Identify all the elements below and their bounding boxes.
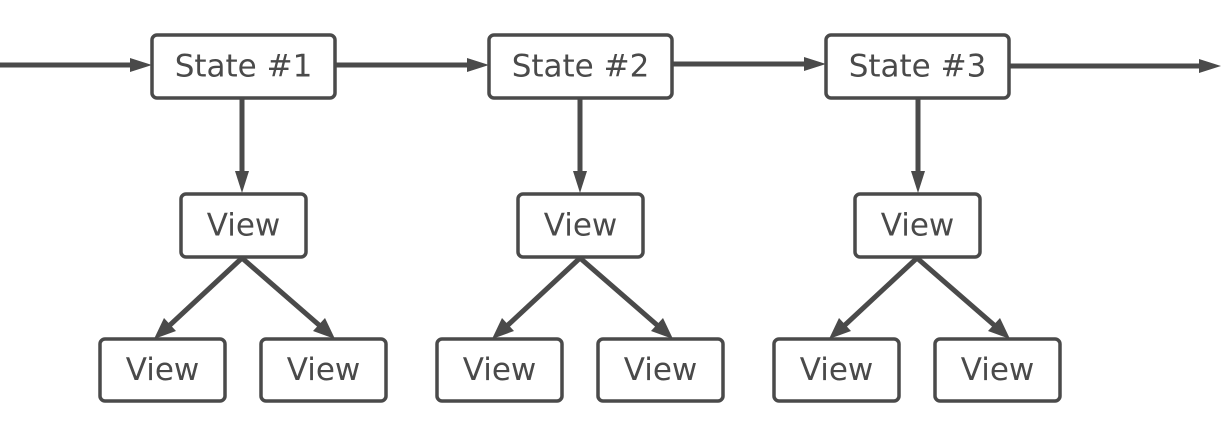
child-view-node-2-left: View [435, 337, 564, 403]
child-view-node-3-right: View [933, 337, 1062, 403]
edge-view-1-to-child-left [168, 256, 244, 327]
arrowhead-view-1 [235, 171, 249, 193]
view-box [933, 337, 1062, 403]
state-label: State #2 [512, 49, 650, 85]
state-node-2: State #2 [487, 33, 674, 100]
arrowhead-outgoing [1199, 59, 1221, 73]
arrowhead-view-2 [573, 171, 587, 193]
view-label: View [624, 352, 698, 388]
state-box [487, 33, 674, 100]
view-box [259, 337, 388, 403]
arrowhead-state-2-in [467, 58, 489, 72]
state-node-1: State #1 [150, 33, 337, 100]
view-label: View [800, 352, 874, 388]
edge-view-2-to-child-right [578, 256, 659, 327]
view-label: View [287, 352, 361, 388]
view-box [772, 337, 901, 403]
child-view-node-2-right: View [596, 337, 725, 403]
state-node-3: State #3 [824, 33, 1011, 100]
edge-view-3-to-child-left [843, 256, 919, 327]
edge-view-1-to-child-right [240, 256, 321, 327]
view-box [179, 192, 308, 259]
child-view-node-1-left: View [98, 337, 227, 403]
view-box [596, 337, 725, 403]
arrowhead-view-3 [911, 171, 925, 193]
arrowhead-view-2-child-left [492, 318, 514, 339]
view-label: View [126, 352, 200, 388]
arrowhead-view-3-child-left [829, 318, 851, 339]
edge-view-3-to-child-right [915, 256, 996, 327]
arrowhead-view-3-child-right [988, 318, 1010, 339]
view-label: View [463, 352, 537, 388]
view-box [435, 337, 564, 403]
state-box [824, 33, 1011, 100]
child-view-node-3-left: View [772, 337, 901, 403]
view-box [98, 337, 227, 403]
view-label: View [544, 208, 618, 244]
view-box [516, 192, 645, 259]
view-node-1: View [179, 192, 308, 259]
arrowhead-state-1-in [130, 58, 152, 72]
state-label: State #3 [849, 49, 987, 85]
state-label: State #1 [175, 49, 313, 85]
view-node-2: View [516, 192, 645, 259]
view-label: View [881, 208, 955, 244]
view-node-3: View [853, 192, 982, 259]
arrowhead-view-2-child-right [651, 318, 673, 339]
edge-view-2-to-child-left [506, 256, 582, 327]
edges [0, 57, 1221, 339]
state-box [150, 33, 337, 100]
child-view-node-1-right: View [259, 337, 388, 403]
view-label: View [961, 352, 1035, 388]
view-box [853, 192, 982, 259]
arrowhead-state-3-in [804, 57, 826, 71]
view-label: View [207, 208, 281, 244]
arrowhead-view-1-child-right [313, 318, 335, 339]
arrowhead-view-1-child-left [154, 318, 176, 339]
